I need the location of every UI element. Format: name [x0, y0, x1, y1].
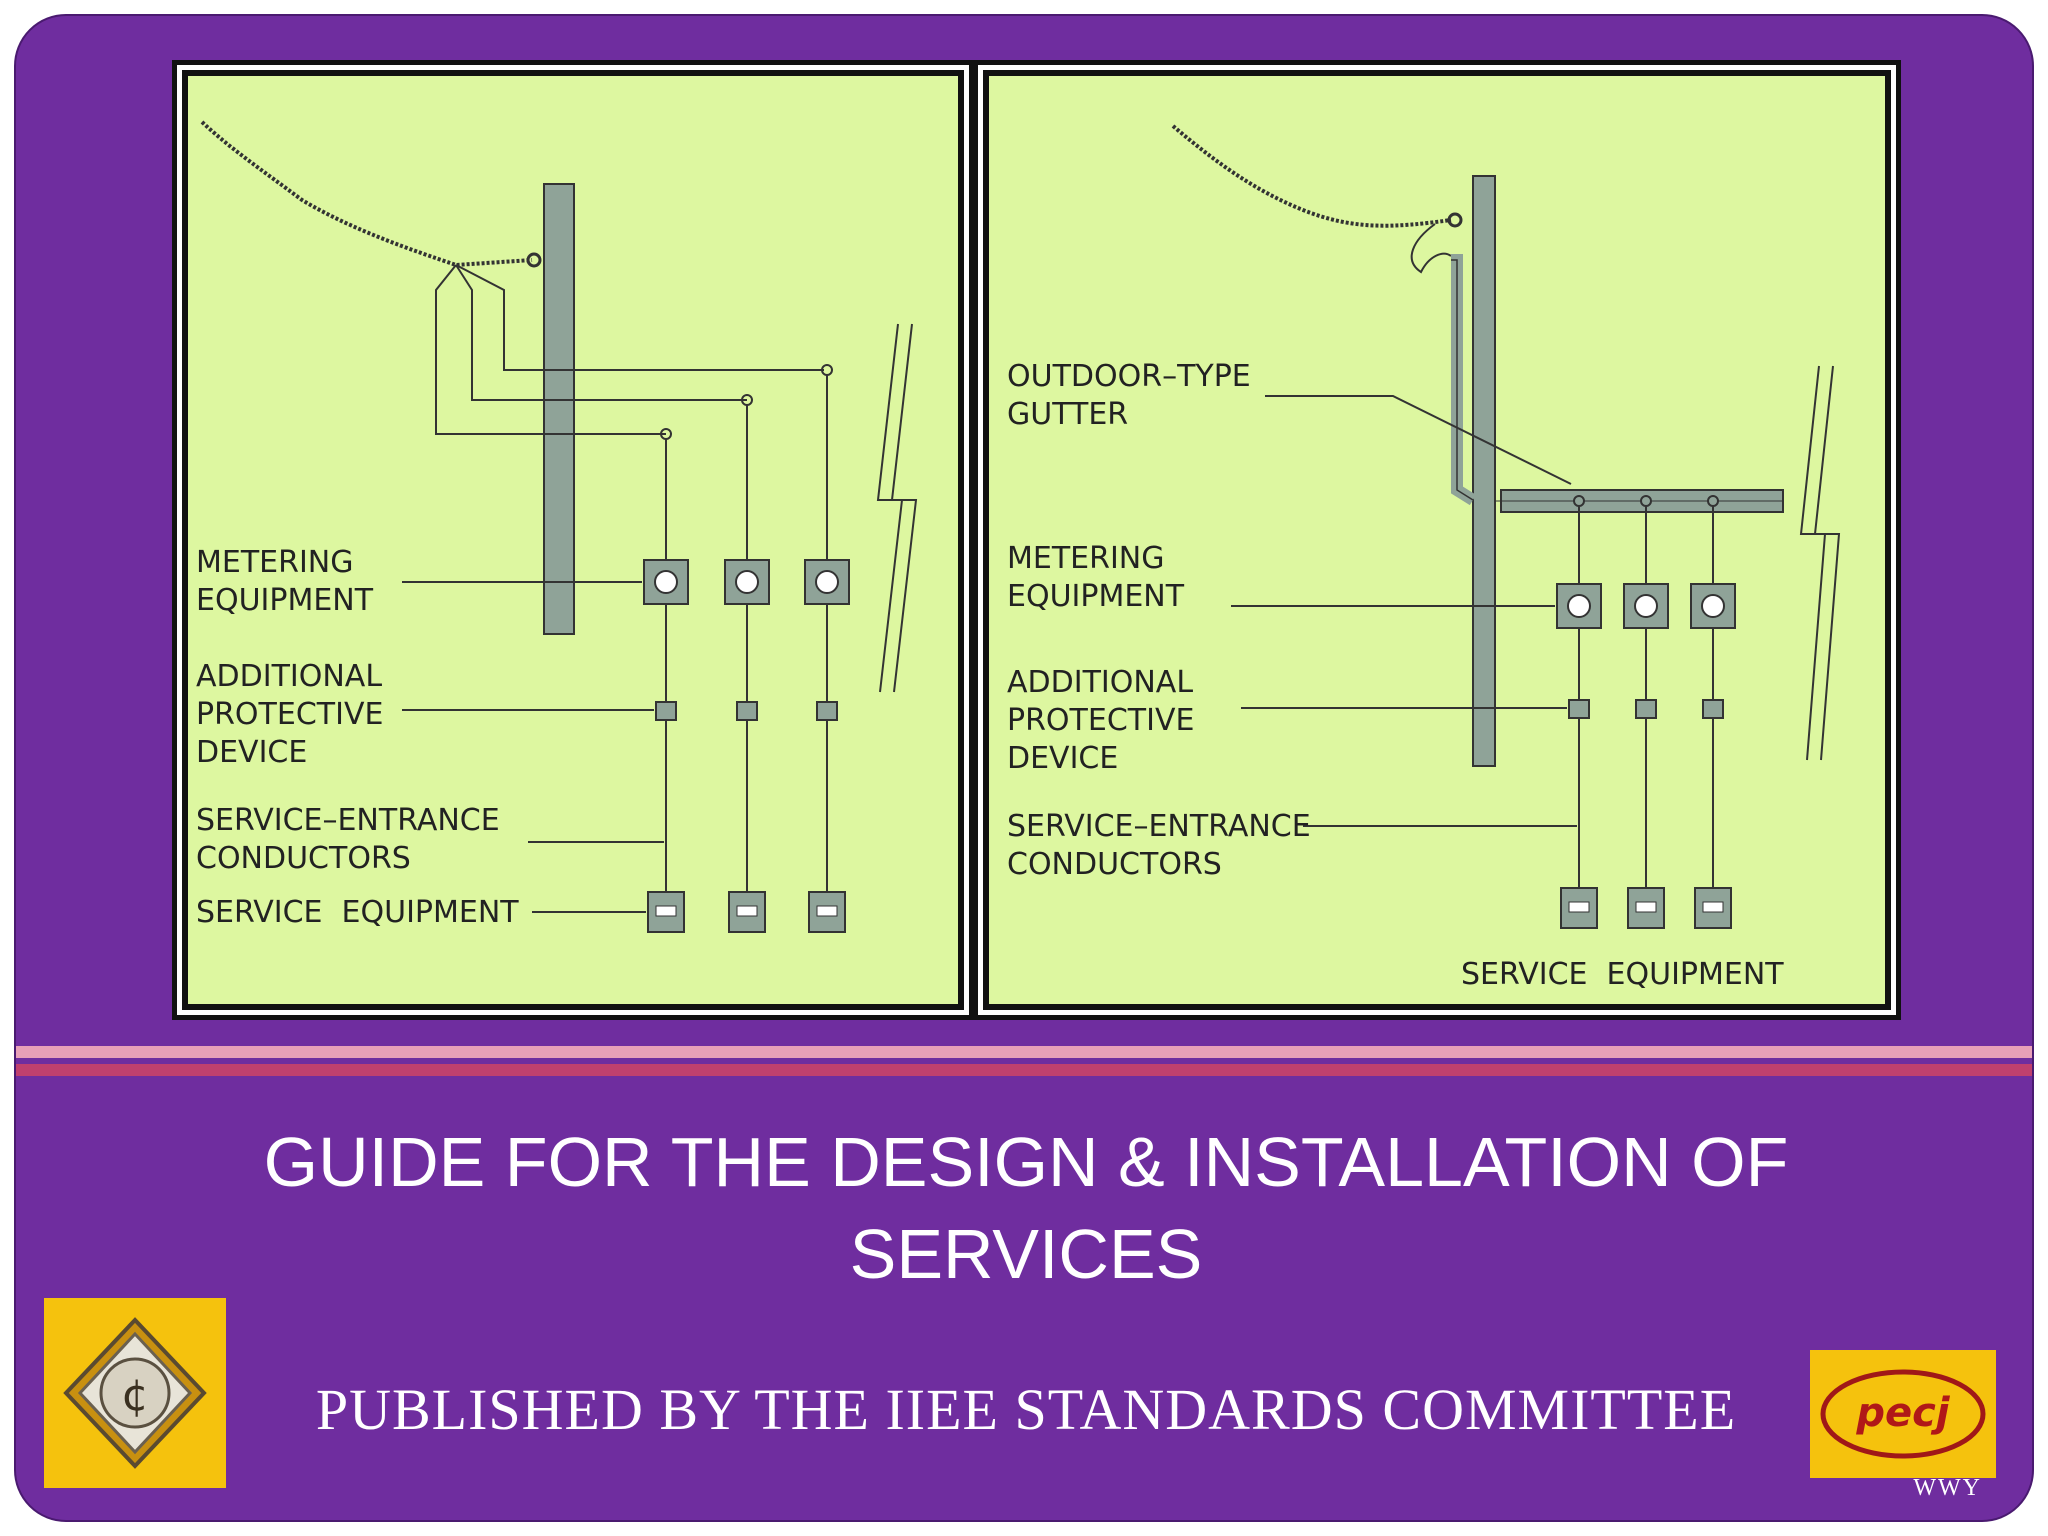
right-diagram: OUTDOOR–TYPE GUTTER METERING EQUIPMENT A… [973, 60, 1901, 1020]
protective-device-1 [1568, 699, 1590, 719]
svg-text:¢: ¢ [121, 1370, 149, 1421]
left-diagram: METERING EQUIPMENT ADDITIONAL PROTECTIVE… [172, 60, 974, 1020]
meter-3 [1690, 583, 1736, 629]
left-label-additional-3: DEVICE [196, 735, 307, 770]
divider-stripe-light [16, 1046, 2032, 1058]
service-equipment-1 [647, 891, 685, 933]
right-label-service-entrance-2: CONDUCTORS [1007, 847, 1222, 882]
right-label-additional-3: DEVICE [1007, 741, 1118, 776]
left-label-service-entrance-1: SERVICE–ENTRANCE [196, 803, 500, 838]
right-label-metering-2: EQUIPMENT [1007, 579, 1185, 614]
peci-logo-icon: pecj [1810, 1350, 1996, 1478]
right-label-additional-1: ADDITIONAL [1007, 665, 1193, 700]
protective-device-3 [816, 701, 838, 721]
protective-device-2 [1635, 699, 1657, 719]
slide-title-line-1: GUIDE FOR THE DESIGN & INSTALLATION OF [263, 1123, 1789, 1201]
meter-1 [1556, 583, 1602, 629]
overhead-wire [200, 120, 533, 268]
corner-mark: WWY [1913, 1475, 1982, 1501]
left-label-metering-2: EQUIPMENT [196, 583, 374, 618]
right-label-service-equipment: SERVICE EQUIPMENT [1461, 957, 1784, 992]
left-label-service-equipment: SERVICE EQUIPMENT [196, 895, 519, 930]
utility-pole [543, 183, 575, 635]
service-equipment-2 [728, 891, 766, 933]
slide-title-line-2: SERVICES [849, 1215, 1203, 1293]
iiee-logo-icon: ¢ [44, 1298, 226, 1488]
right-diagram-panel: OUTDOOR–TYPE GUTTER METERING EQUIPMENT A… [973, 60, 1901, 1020]
publisher-text: PUBLISHED BY THE IIEE STANDARDS COMMITTE… [315, 1377, 1737, 1442]
service-equipment-3 [808, 891, 846, 933]
protective-device-3 [1702, 699, 1724, 719]
slide-title: GUIDE FOR THE DESIGN & INSTALLATION OF S… [16, 1116, 2032, 1300]
service-equipment-3 [1694, 887, 1732, 929]
slide: METERING EQUIPMENT ADDITIONAL PROTECTIVE… [14, 14, 2034, 1522]
protective-device-1 [655, 701, 677, 721]
utility-pole [1472, 175, 1496, 767]
overhead-wire [1171, 124, 1452, 228]
right-label-gutter-2: GUTTER [1007, 397, 1128, 432]
left-label-service-entrance-2: CONDUCTORS [196, 841, 411, 876]
divider-stripe-dark [16, 1064, 2032, 1076]
service-equipment-2 [1627, 887, 1665, 929]
protective-device-2 [736, 701, 758, 721]
service-equipment-1 [1560, 887, 1598, 929]
left-diagram-panel: METERING EQUIPMENT ADDITIONAL PROTECTIVE… [172, 60, 974, 1020]
peci-logo-text: pecj [1855, 1390, 1950, 1436]
meter-2 [1623, 583, 1669, 629]
right-label-additional-2: PROTECTIVE [1007, 703, 1194, 738]
meter-1 [643, 559, 689, 605]
left-label-metering-1: METERING [196, 545, 354, 580]
right-label-service-entrance-1: SERVICE–ENTRANCE [1007, 809, 1311, 844]
meter-3 [804, 559, 850, 605]
right-label-gutter-1: OUTDOOR–TYPE [1007, 359, 1251, 394]
meter-2 [724, 559, 770, 605]
right-label-metering-1: METERING [1007, 541, 1165, 576]
left-label-additional-1: ADDITIONAL [196, 659, 382, 694]
left-label-additional-2: PROTECTIVE [196, 697, 383, 732]
